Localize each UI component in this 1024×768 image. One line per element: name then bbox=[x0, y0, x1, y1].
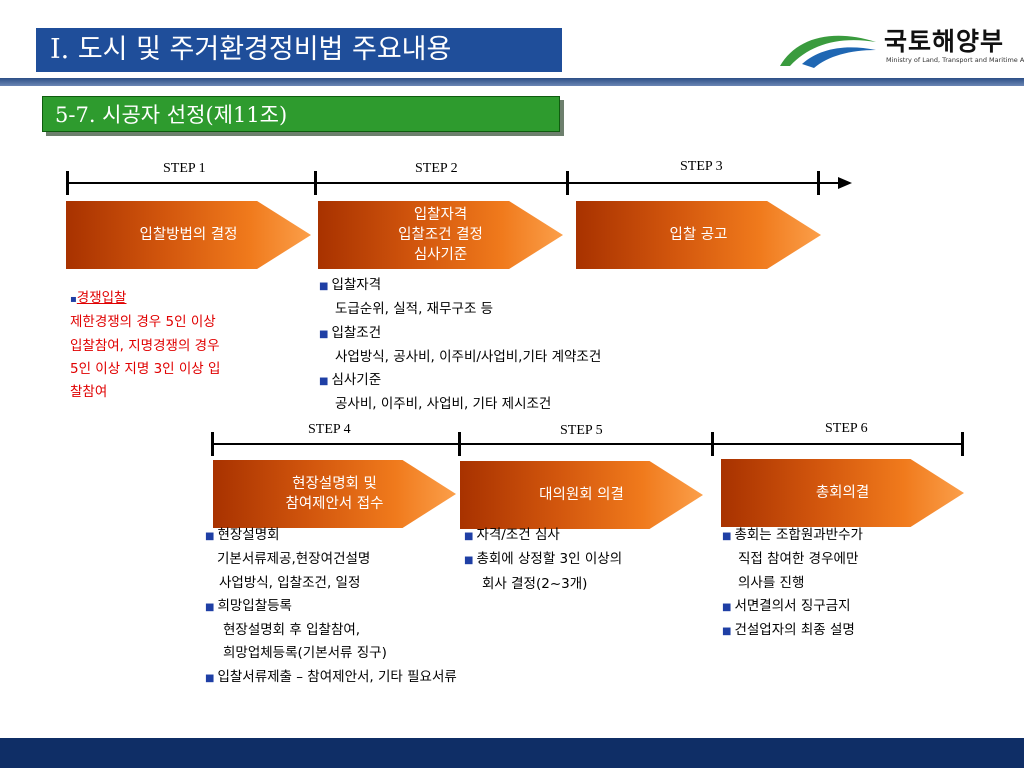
logo-subtitle: Ministry of Land, Transport and Maritime… bbox=[886, 56, 1024, 64]
step-label-1: STEP 1 bbox=[163, 161, 206, 176]
step1-note-head: ▪경쟁입찰 bbox=[70, 290, 127, 306]
step4-note-bullet: ■입찰서류제출 – 참여제안서, 기타 필요서류 bbox=[205, 668, 457, 685]
step-label-4: STEP 4 bbox=[308, 422, 351, 437]
timeline-tick bbox=[711, 432, 714, 456]
page-title: Ⅰ. 도시 및 주거환경정비법 주요내용 bbox=[36, 28, 562, 72]
step6-note-bullet: ■서면결의서 징구금지 bbox=[722, 597, 851, 614]
step1-notes: ▪경쟁입찰 제한경쟁의 경우 5인 이상 입찰참여, 지명경쟁의 경우 5인 이… bbox=[70, 287, 220, 404]
step2-note-bullet: ■심사기준 bbox=[319, 372, 382, 389]
step6-note-bullet: ■건설업자의 최종 설명 bbox=[722, 622, 855, 639]
step5-arrow-box: 대의원회 의결 bbox=[460, 461, 703, 529]
section-title: 5-7. 시공자 선정(제11조) bbox=[42, 96, 560, 132]
step5-note-detail: 회사 결정(2~3개) bbox=[482, 575, 588, 592]
step2-note-bullet: ■입찰조건 bbox=[319, 324, 382, 341]
timeline-tick bbox=[66, 171, 69, 195]
step1-box-text: 입찰방법의 결정 bbox=[139, 227, 238, 243]
step6-note-bullet: ■총회는 조합원과반수가 bbox=[722, 527, 863, 543]
step3-arrow-box: 입찰 공고 bbox=[576, 201, 821, 269]
step6-note-detail: 직접 참여한 경우에만 bbox=[738, 551, 859, 568]
timeline-tick bbox=[211, 432, 214, 456]
step2-note-bullet: ■입찰자격 bbox=[319, 277, 382, 293]
step1-note-line: 입찰참여, 지명경쟁의 경우 bbox=[70, 337, 220, 354]
step5-note-bullet: ■자격/조건 심사 bbox=[464, 527, 560, 543]
step1-note-line: 찰참여 bbox=[70, 384, 108, 401]
step4-note-detail: 희망업체등록(기본서류 징구) bbox=[223, 645, 387, 662]
step-label-5: STEP 5 bbox=[560, 423, 603, 438]
header-divider bbox=[0, 78, 1024, 86]
step4-note-detail: 현장설명회 후 입찰참여, bbox=[223, 622, 361, 639]
step4-note-bullet: ■현장설명회 bbox=[205, 527, 280, 543]
step6-box-text: 총회의결 bbox=[815, 485, 870, 501]
step2-note-detail: 사업방식, 공사비, 이주비/사업비,기타 계약조건 bbox=[335, 348, 602, 365]
step6-note-detail: 의사를 진행 bbox=[738, 574, 805, 591]
timeline-row1-line bbox=[68, 182, 841, 184]
step4-note-detail: 사업방식, 입찰조건, 일정 bbox=[219, 574, 361, 591]
step2-note-detail: 도급순위, 실적, 재무구조 등 bbox=[335, 301, 494, 318]
timeline-tick bbox=[314, 171, 317, 195]
step6-arrow-box: 총회의결 bbox=[721, 459, 964, 527]
step5-notes: ■자격/조건 심사 ■총회에 상정할 3인 이상의 회사 결정(2~3개) bbox=[464, 524, 622, 596]
step-label-6: STEP 6 bbox=[825, 421, 868, 436]
step-label-2: STEP 2 bbox=[415, 161, 458, 176]
step1-note-line: 제한경쟁의 경우 5인 이상 bbox=[70, 314, 216, 331]
step2-arrow-box: 입찰자격 입찰조건 결정 심사기준 bbox=[318, 201, 563, 269]
step4-box-text: 현장설명회 및 참여제안서 접수 bbox=[285, 476, 384, 512]
timeline-tick bbox=[961, 432, 964, 456]
step3-box-text: 입찰 공고 bbox=[669, 227, 728, 243]
timeline-tick bbox=[817, 171, 820, 195]
footer-bar bbox=[0, 738, 1024, 768]
logo-swoosh-icon bbox=[780, 35, 876, 68]
step1-arrow-box: 입찰방법의 결정 bbox=[66, 201, 311, 269]
step6-notes: ■총회는 조합원과반수가 직접 참여한 경우에만 의사를 진행 ■서면결의서 징… bbox=[722, 524, 863, 643]
step4-arrow-box: 현장설명회 및 참여제안서 접수 bbox=[213, 460, 456, 528]
timeline-tick bbox=[566, 171, 569, 195]
step2-notes: ■입찰자격 도급순위, 실적, 재무구조 등 ■입찰조건 사업방식, 공사비, … bbox=[319, 274, 601, 417]
step2-box-text: 입찰자격 입찰조건 결정 심사기준 bbox=[398, 207, 483, 263]
step4-note-bullet: ■희망입찰등록 bbox=[205, 597, 292, 614]
logo-name: 국토해양부 bbox=[884, 27, 1005, 56]
ministry-logo: 국토해양부 Ministry of Land, Transport and Ma… bbox=[776, 22, 1024, 74]
step4-notes: ■현장설명회 기본서류제공,현장여건설명 사업방식, 입찰조건, 일정 ■희망입… bbox=[205, 524, 457, 690]
step5-note-bullet: ■총회에 상정할 3인 이상의 bbox=[464, 551, 623, 568]
step1-note-line: 5인 이상 지명 3인 이상 입 bbox=[70, 360, 221, 377]
step5-box-text: 대의원회 의결 bbox=[539, 487, 624, 503]
step4-note-detail: 기본서류제공,현장여건설명 bbox=[217, 551, 371, 568]
timeline-tick bbox=[458, 432, 461, 456]
step2-note-detail: 공사비, 이주비, 사업비, 기타 제시조건 bbox=[335, 396, 552, 413]
timeline-arrowhead-icon bbox=[838, 177, 852, 189]
step-label-3: STEP 3 bbox=[680, 159, 723, 174]
timeline-row2-line bbox=[213, 443, 964, 445]
